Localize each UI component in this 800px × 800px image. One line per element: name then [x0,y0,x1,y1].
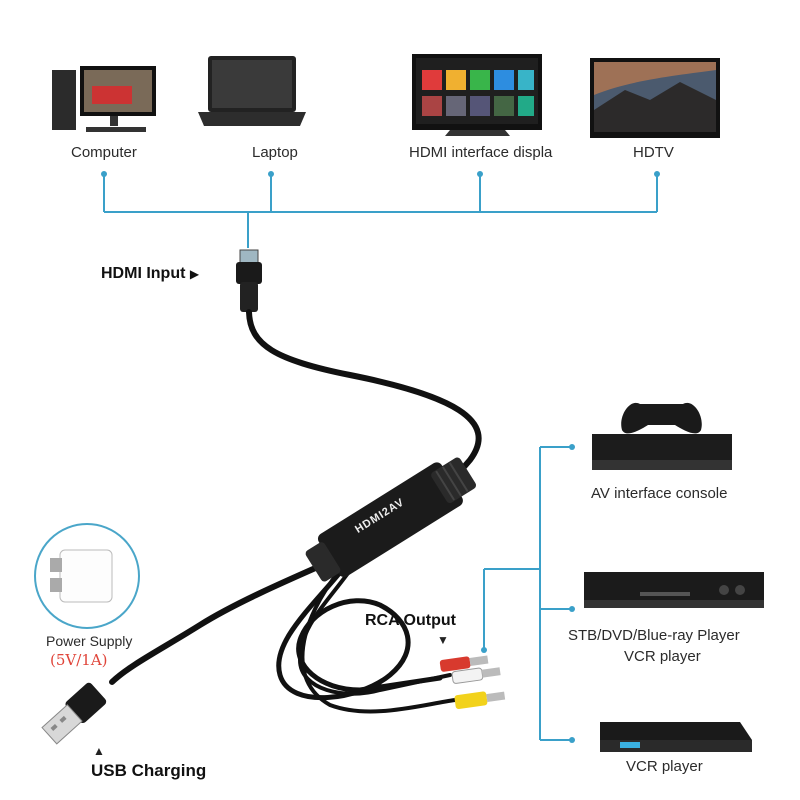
right-bus-lines [483,446,572,741]
hdmi-plug-icon [236,249,262,312]
device-label-computer: Computer [71,144,137,161]
converter-box-icon [305,457,477,582]
device-label-stb-vcr: VCR player [624,648,701,665]
device-label-hdtv: HDTV [633,144,674,161]
vcr-player-icon [600,722,752,752]
hdmi-input-label: HDMI Input ▶ [101,265,199,283]
dvd-player-icon [584,572,764,608]
hdmi-input-text: HDMI Input [101,265,186,282]
game-console-icon [592,402,732,470]
usb-charging-label: USB Charging [91,761,207,780]
rca-output-label: RCA Output [365,612,456,629]
device-label-stb-dvd: STB/DVD/Blue-ray Player [568,627,740,644]
up-arrow-icon: ▲ [93,744,105,758]
down-arrow-icon: ▼ [437,633,449,647]
device-label-vcr: VCR player [626,758,703,775]
computer-icon [52,66,156,132]
device-label-hdmi-display: HDMI interface displa [409,144,553,161]
device-label-laptop: Laptop [252,144,298,161]
rca-plugs-icon [439,655,506,710]
device-label-av-console: AV interface console [591,485,728,502]
top-bus-lines [103,174,658,248]
right-arrow-icon: ▶ [189,267,200,281]
usb-plug-icon [41,682,107,745]
laptop-icon [198,56,306,126]
power-supply-label: Power Supply [46,633,133,649]
hdtv-icon [590,58,720,138]
power-spec-label: (5V/1A) [50,651,108,669]
power-adapter-icon [34,523,140,629]
smart-tv-icon [412,54,542,136]
